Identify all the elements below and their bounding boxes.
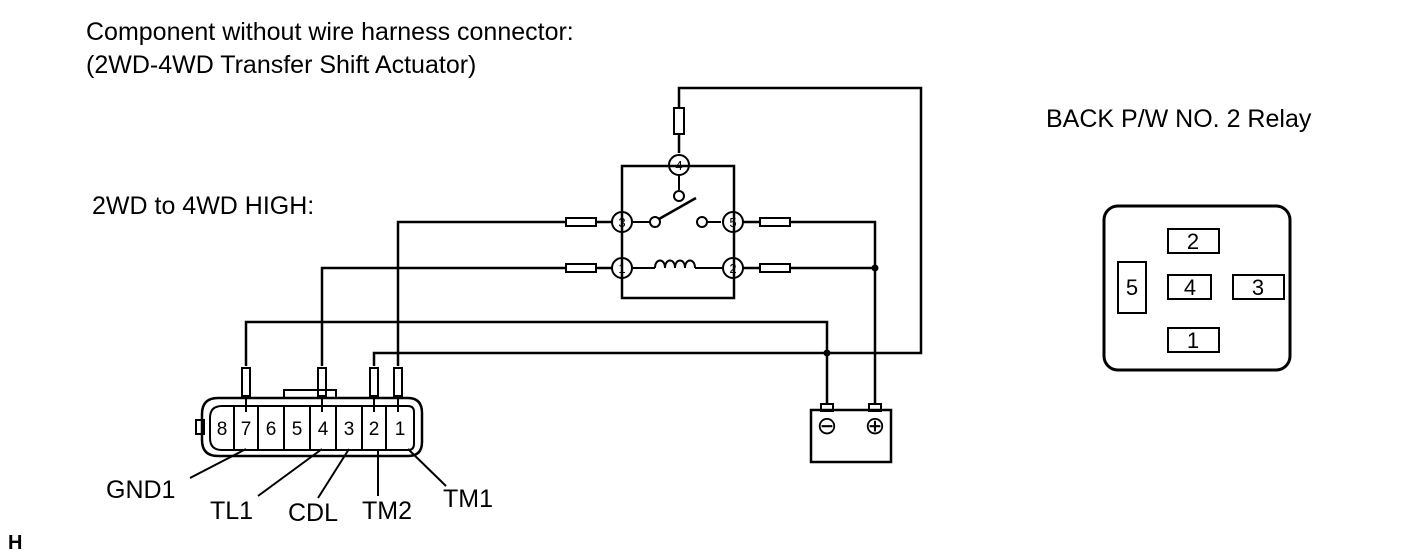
callout-tm2: TM2 [362,497,412,525]
connector-pin-1: 1 [395,419,406,440]
relay-title: BACK P/W NO. 2 Relay [1046,105,1312,133]
relay-terminal-5: 5 [729,215,736,230]
relay-face-pin-3: 3 [1252,275,1264,300]
callout-tl1: TL1 [210,497,253,525]
battery-negative-icon: ⊖ [817,412,838,440]
relay-face-pin-1: 1 [1187,328,1199,353]
relay-terminal-1: 1 [618,261,625,276]
battery: ⊖ ⊕ [809,403,893,464]
title-line-1: Component without wire harness connector… [86,18,574,46]
callout-leaders [189,448,447,499]
callout-gnd1: GND1 [106,476,175,504]
callout-tm1: TM1 [443,485,493,513]
connector-pin-6: 6 [266,419,277,440]
connector-pin-7: 7 [241,419,252,440]
relay-face-pin-4: 4 [1184,275,1196,300]
connector-pin-3: 3 [344,419,355,440]
relay-terminal-4: 4 [675,158,682,173]
figure-code: H [8,532,22,554]
connector-pin-8: 8 [217,419,228,440]
relay-face-pin-5: 5 [1126,275,1138,300]
relay-face: 2 5 4 3 1 [1102,204,1292,372]
battery-positive-icon: ⊕ [865,412,886,440]
relay-terminal-3: 3 [618,215,625,230]
actuator-connector: 8 7 6 5 4 3 2 1 [195,367,424,458]
mode-label: 2WD to 4WD HIGH: [92,192,314,220]
connector-pin-4: 4 [318,419,329,440]
connector-pin-5: 5 [292,419,303,440]
connector-pin-2: 2 [369,419,380,440]
title-line-2: (2WD-4WD Transfer Shift Actuator) [86,51,476,79]
wires [244,220,879,405]
relay-face-pin-2: 2 [1187,229,1199,254]
relay-symbol: 4 3 5 1 2 [565,86,923,355]
callout-cdl: CDL [288,499,338,527]
relay-terminal-2: 2 [729,261,736,276]
